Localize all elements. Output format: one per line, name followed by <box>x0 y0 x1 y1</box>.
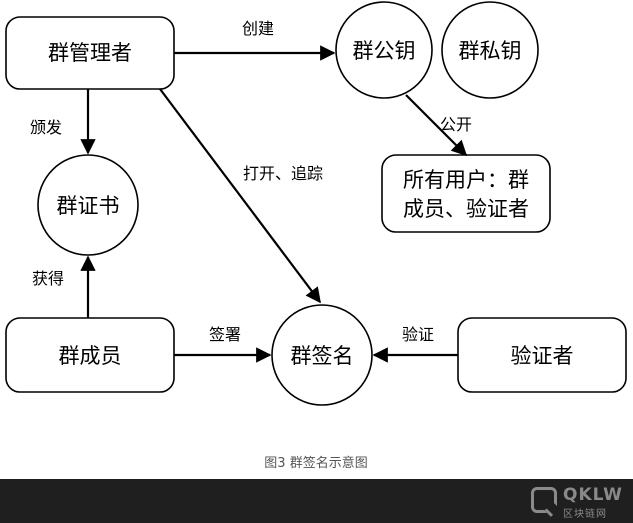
edge-label-issue: 颁发 <box>30 118 62 137</box>
node-group-manager: 群管理者 <box>5 16 175 90</box>
node-all-users: 所有用户：群 成员、验证者 <box>381 154 551 233</box>
watermark-sub-text: 区块链网 <box>563 509 607 520</box>
edge-label-sign: 签署 <box>209 325 241 344</box>
edge-label-publish: 公开 <box>440 115 472 134</box>
node-label-verifier: 验证者 <box>511 344 574 368</box>
node-label-manager: 群管理者 <box>48 41 132 65</box>
edge-public-key-to-all-users <box>405 94 468 157</box>
edge-label-verify: 验证 <box>402 325 434 344</box>
watermark-logo-text: QKLW <box>563 485 623 505</box>
watermark-q-icon <box>531 487 557 513</box>
node-verifier: 验证者 <box>457 317 627 393</box>
figure-caption: 图3 群签名示意图 <box>264 455 367 471</box>
node-label-signature: 群签名 <box>291 344 354 368</box>
node-label-public-key: 群公钥 <box>353 39 416 63</box>
node-label-all-users-line1: 所有用户：群 <box>403 168 529 192</box>
edge-manager-to-signature <box>159 88 321 304</box>
node-group-member: 群成员 <box>5 317 175 393</box>
footer-bar <box>0 479 633 523</box>
node-label-all-users-line2: 成员、验证者 <box>403 197 529 221</box>
node-private-key: 群私钥 <box>441 1 539 99</box>
node-group-signature: 群签名 <box>271 304 373 406</box>
node-certificate: 群证书 <box>37 154 139 256</box>
node-label-certificate: 群证书 <box>57 194 120 218</box>
edge-label-open-trace: 打开、追踪 <box>243 164 323 183</box>
edge-label-create: 创建 <box>242 19 274 38</box>
edge-label-obtain: 获得 <box>32 269 64 288</box>
node-public-key: 群公钥 <box>335 1 433 99</box>
node-label-member: 群成员 <box>59 344 122 368</box>
watermark-logo: QKLW 区块链网 <box>531 483 627 520</box>
node-label-private-key: 群私钥 <box>459 39 522 63</box>
